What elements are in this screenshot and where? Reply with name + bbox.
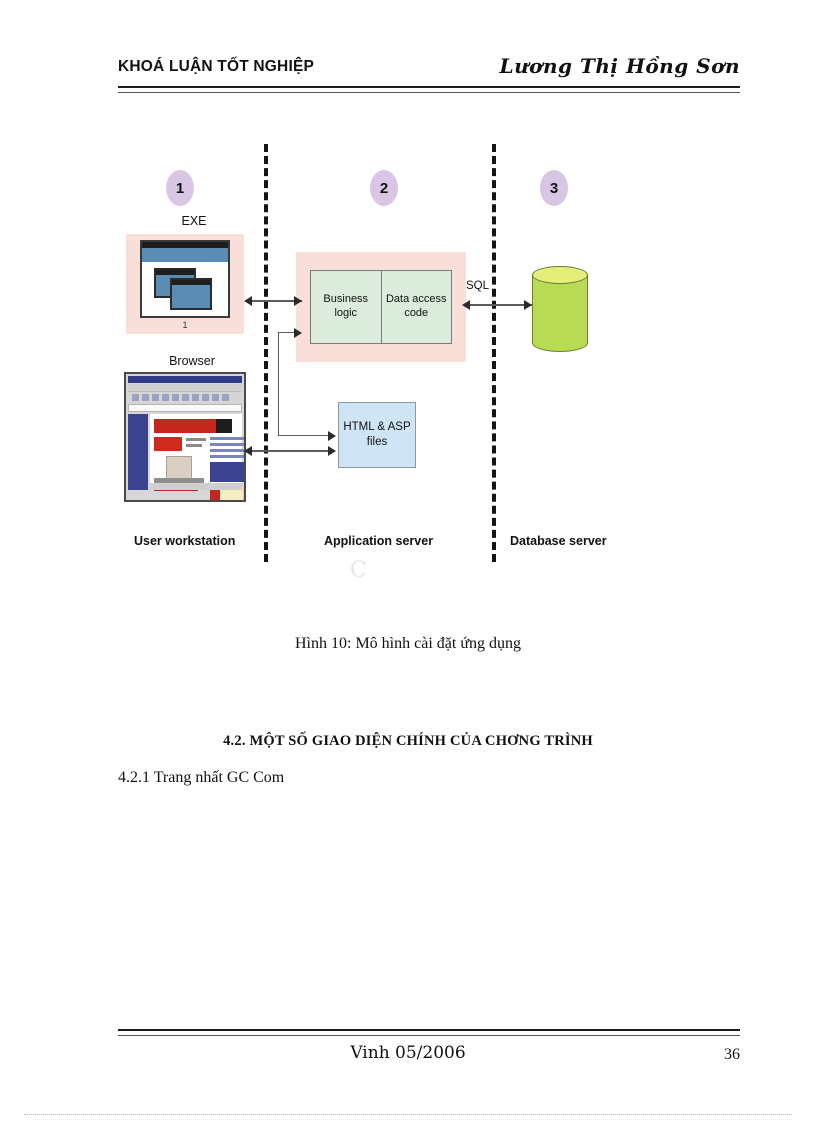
exe-label: EXE: [181, 214, 207, 228]
arrowhead-right-asp: [328, 446, 336, 456]
browser-label: Browser: [169, 354, 215, 368]
arrow-app-to-db: [470, 304, 532, 306]
figure-caption: Hình 10: Mô hình cài đặt ứng dụng: [295, 635, 521, 652]
connector-top-stub: [278, 332, 300, 333]
arrowhead-right-app: [294, 296, 302, 306]
tier-label-user-workstation: User workstation: [134, 534, 236, 548]
header-title: KHOÁ LUẬN TỐT NGHIỆP: [118, 58, 315, 75]
browser-screenshot-thumbnail: [124, 372, 246, 502]
component-box: Business logic Data access code: [310, 270, 452, 344]
exe-window-icon: [140, 240, 230, 318]
section-heading: 4.2. MỘT SỐ GIAO DIỆN CHÍNH CỦA CHƠNG TR…: [223, 733, 593, 749]
arrowhead-left-exe: [244, 296, 252, 306]
data-access-code-cell: Data access code: [385, 293, 447, 319]
header-author: Lương Thị Hồng Sơn: [499, 54, 740, 78]
arrowhead-app-in: [294, 328, 302, 338]
figure-deployment-diagram: 1 2 3 EXE 1 Browser: [118, 140, 738, 583]
header-rule: [118, 86, 740, 93]
arrow-browser-to-asp: [252, 450, 330, 452]
arrow-exe-to-app: [252, 300, 302, 302]
application-server-panel: Business logic Data access code: [296, 252, 466, 362]
tier-divider-1: [264, 144, 268, 562]
window-menubar: [142, 248, 228, 262]
page-number: 36: [724, 1046, 740, 1063]
exe-panel: 1: [126, 234, 244, 334]
arrowhead-right-db: [524, 300, 532, 310]
page-header: KHOÁ LUẬN TỐT NGHIỆP Lương Thị Hồng Sơn: [118, 54, 740, 92]
tier-divider-2: [492, 144, 496, 562]
page-bottom-edge: [24, 1114, 792, 1116]
window-titlebar: [142, 242, 228, 248]
window-child-2: [170, 278, 212, 310]
connector-to-asp: [278, 435, 330, 436]
tier-label-database-server: Database server: [510, 534, 607, 548]
subsection-heading: 4.2.1 Trang nhất GC Com: [118, 769, 285, 786]
arrowhead-left-dac: [462, 300, 470, 310]
html-asp-files-box: HTML & ASP files: [338, 402, 416, 468]
sql-label: SQL: [466, 280, 490, 292]
tier-marker-2: 2: [370, 170, 398, 206]
footer-text: Vinh 05/2006: [350, 1043, 466, 1063]
tier-marker-3: 3: [540, 170, 568, 206]
arrowhead-asp-in: [328, 431, 336, 441]
business-logic-cell: Business logic: [311, 271, 382, 343]
exe-window-caption: 1: [182, 320, 188, 330]
arrowhead-left-browser: [244, 446, 252, 456]
tier-marker-1: 1: [166, 170, 194, 206]
connector-vertical-app-asp: [278, 332, 279, 436]
scan-artifact: C: [350, 558, 369, 583]
tier-label-application-server: Application server: [324, 534, 434, 548]
database-cylinder-icon: [532, 266, 588, 352]
footer-rule: [118, 1029, 740, 1036]
